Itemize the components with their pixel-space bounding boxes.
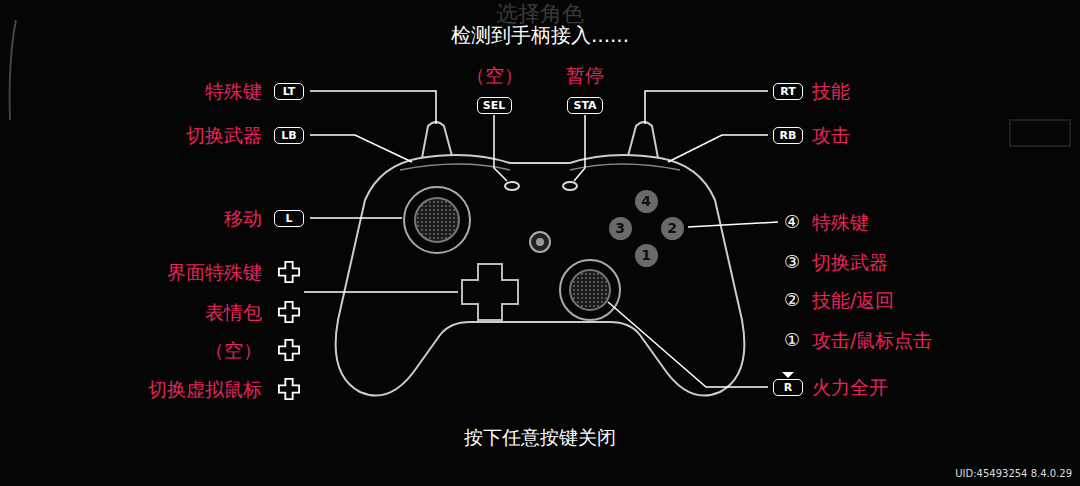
button-badge: SEL <box>477 97 512 114</box>
dpad <box>462 264 518 320</box>
right-trigger <box>628 122 658 158</box>
start-button <box>563 182 577 190</box>
action-label: 特殊键 <box>812 213 869 232</box>
action-label: 切换武器 <box>812 253 888 272</box>
callout-number: ④ <box>784 213 800 231</box>
face-button: 2 <box>661 217 684 240</box>
dpad-icon <box>279 302 299 322</box>
button-name: RT <box>780 85 795 98</box>
bumper-edge <box>400 164 680 170</box>
action-label: 切换武器 <box>186 126 262 145</box>
button-name: STA <box>573 99 596 112</box>
home-button <box>530 232 550 252</box>
button-name: LT <box>283 85 296 98</box>
button-badge: STA <box>567 97 603 114</box>
button-name: 3 <box>615 220 625 236</box>
button-name: R <box>784 381 792 394</box>
button-name: RB <box>780 129 797 142</box>
button-badge: R <box>773 379 803 396</box>
action-label: 切换虚拟鼠标 <box>148 380 262 399</box>
right-stick <box>570 270 610 310</box>
action-label: 暂停 <box>566 66 604 85</box>
background-arc <box>10 20 16 120</box>
dpad-icon <box>279 262 299 282</box>
action-label: 特殊键 <box>205 82 262 101</box>
button-name: SEL <box>483 99 505 112</box>
close-hint: 按下任意按键关闭 <box>464 428 616 447</box>
action-label: 移动 <box>224 209 262 228</box>
leader-lines <box>304 91 778 387</box>
button-name: 1 <box>641 247 651 263</box>
callout-number: ③ <box>784 253 800 271</box>
background-text: 选择角色 <box>496 3 584 25</box>
face-button: 3 <box>609 217 632 240</box>
dpad-icon <box>279 379 299 399</box>
action-label: 技能 <box>812 82 850 101</box>
press-marker <box>782 372 794 378</box>
right-stick-ring <box>560 260 620 320</box>
action-label: 火力全开 <box>812 378 888 397</box>
button-name: 2 <box>667 220 677 236</box>
callout-number: ① <box>784 331 800 349</box>
action-label: 技能/返回 <box>812 291 894 310</box>
left-stick <box>415 198 459 242</box>
callout-number: ② <box>784 291 800 309</box>
button-name: L <box>285 212 292 225</box>
button-name: LB <box>281 129 296 142</box>
action-label: （空） <box>205 341 262 360</box>
button-badge: RB <box>773 127 803 144</box>
action-label: 攻击 <box>812 126 850 145</box>
left-stick-ring <box>404 187 470 253</box>
action-label: 表情包 <box>205 303 262 322</box>
home-button-dot <box>536 238 544 246</box>
select-button <box>505 182 519 190</box>
controller-body <box>336 155 745 396</box>
button-badge: LT <box>274 83 304 100</box>
uid-text: UID:45493254 8.4.0.29 <box>955 469 1072 479</box>
face-button: 1 <box>635 244 658 267</box>
face-button: 4 <box>635 190 658 213</box>
button-badge: L <box>274 210 304 227</box>
button-name: 4 <box>641 193 651 209</box>
dpad-icon <box>279 340 299 360</box>
action-label: （空） <box>466 66 523 85</box>
background-panel <box>1010 120 1070 146</box>
title: 检测到手柄接入...... <box>451 25 629 45</box>
button-badge: RT <box>773 83 803 100</box>
left-trigger <box>422 122 452 158</box>
button-badge: LB <box>274 127 304 144</box>
action-label: 界面特殊键 <box>167 263 262 282</box>
action-label: 攻击/鼠标点击 <box>812 331 932 350</box>
